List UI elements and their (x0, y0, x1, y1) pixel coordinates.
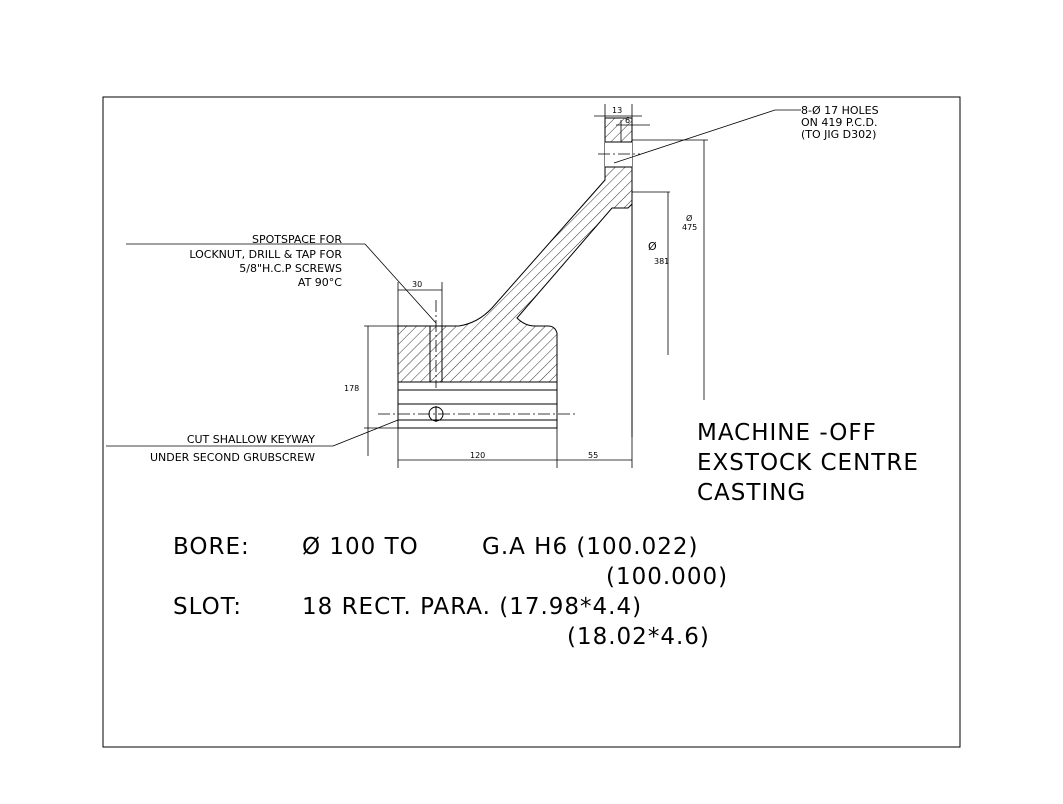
dim-outer-value: 475 (682, 223, 697, 232)
spotspace-note-line1: SPOTSPACE FOR (252, 233, 342, 246)
machine-note-line2: EXSTOCK CENTRE (697, 450, 919, 476)
drawing-border (102, 96, 961, 748)
dim-hub-symbol: Ø (648, 240, 657, 253)
bore-nominal: Ø 100 TO (302, 534, 419, 560)
machine-note: MACHINE -OFF EXSTOCK CENTRE CASTING (697, 420, 919, 506)
slot-label: SLOT: (173, 594, 242, 620)
machine-note-line1: MACHINE -OFF (697, 420, 877, 446)
dimension-texts: 13 6 Ø 475 Ø 381 30 178 120 55 (344, 106, 697, 460)
holes-note-line1: 8-Ø 17 HOLES (801, 104, 879, 117)
holes-note: 8-Ø 17 HOLES ON 419 P.C.D. (TO JIG D302) (801, 104, 879, 141)
holes-note-line2: ON 419 P.C.D. (801, 116, 877, 129)
dim-hub-length: 120 (470, 451, 485, 460)
holes-note-line3: (TO JIG D302) (801, 128, 876, 141)
dim-flange-width: 13 (612, 106, 622, 115)
dim-bore-height: 178 (344, 384, 359, 393)
keyway-note: CUT SHALLOW KEYWAY UNDER SECOND GRUBSCRE… (150, 433, 315, 464)
slot-lower: (18.02*4.6) (567, 624, 710, 650)
keyway-note-line2: UNDER SECOND GRUBSCREW (150, 451, 315, 464)
spotspace-note-line4: AT 90°C (298, 276, 342, 289)
slot-nominal: 18 RECT. PARA. (17.98*4.4) (302, 594, 642, 620)
dim-flange-inner: 6 (625, 116, 630, 125)
bore-label: BORE: (173, 534, 250, 560)
dim-counterbore: 30 (412, 280, 422, 289)
spotspace-note-line2: LOCKNUT, DRILL & TAP FOR (189, 248, 342, 261)
part-section (378, 117, 640, 437)
dim-outer-symbol: Ø (686, 213, 692, 223)
slot-spec: SLOT: 18 RECT. PARA. (17.98*4.4) (18.02*… (173, 594, 710, 650)
bore-fit: G.A H6 (100.022) (482, 534, 698, 560)
bore-spec: BORE: Ø 100 TO G.A H6 (100.022) (100.000… (173, 534, 728, 590)
bore-lower: (100.000) (606, 564, 728, 590)
dimension-lines (364, 104, 708, 468)
part-outline (397, 117, 633, 383)
leader-lines (106, 109, 801, 447)
keyway-note-line1: CUT SHALLOW KEYWAY (187, 433, 315, 446)
spotspace-note-line3: 5/8"H.C.P SCREWS (239, 262, 342, 275)
dim-hub-value: 381 (654, 257, 669, 266)
spotspace-note: SPOTSPACE FOR LOCKNUT, DRILL & TAP FOR 5… (189, 233, 342, 289)
machine-note-line3: CASTING (697, 480, 806, 506)
bore-region (397, 381, 558, 429)
dim-web-offset: 55 (588, 451, 598, 460)
flange-bolt-hole (605, 142, 632, 167)
